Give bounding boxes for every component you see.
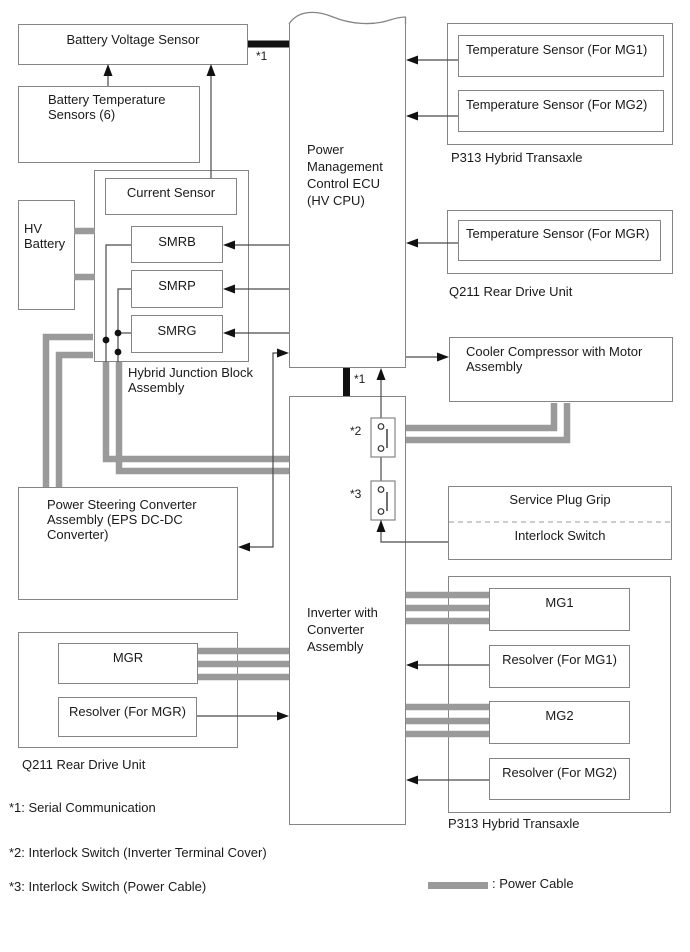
box-resolver-mg1: Resolver (For MG1) <box>489 645 630 688</box>
resolver-mg1-label: Resolver (For MG1) <box>502 652 617 667</box>
power-cable-legend-label: : Power Cable <box>492 876 574 891</box>
box-power-management-ecu: Power Management Control ECU (HV CPU) <box>289 24 406 368</box>
q211-rear-drive-top-caption: Q211 Rear Drive Unit <box>449 284 573 299</box>
power-management-ecu-label: Power Management Control ECU (HV CPU) <box>307 142 383 208</box>
resolver-mg2-label: Resolver (For MG2) <box>502 765 617 780</box>
battery-temperature-sensors-label: Battery Temperature Sensors (6) <box>48 92 166 122</box>
temp-sensor-mg1-label: Temperature Sensor (For MG1) <box>466 42 648 57</box>
box-hv-battery: HV Battery <box>18 200 75 310</box>
p313-transaxle-bottom-caption: P313 Hybrid Transaxle <box>448 816 580 831</box>
box-mgr: MGR <box>58 643 198 684</box>
temp-sensor-mgr-label: Temperature Sensor (For MGR) <box>466 226 650 241</box>
box-smrp: SMRP <box>131 270 223 308</box>
footnote-serial: *1: Serial Communication <box>9 800 156 815</box>
box-temp-sensor-mg2: Temperature Sensor (For MG2) <box>458 90 664 132</box>
hybrid-junction-block-caption: Hybrid Junction Block Assembly <box>128 365 253 395</box>
power-cable-legend-swatch <box>428 882 488 889</box>
smrb-label: SMRB <box>158 234 196 249</box>
box-current-sensor: Current Sensor <box>105 178 237 215</box>
footnote-interlock-cable: *3: Interlock Switch (Power Cable) <box>9 879 207 894</box>
box-power-steering-converter: Power Steering Converter Assembly (EPS D… <box>18 487 238 600</box>
box-service-plug-grip: Service Plug Grip Interlock Switch <box>448 486 672 560</box>
serial-marker-top: *1 <box>256 49 268 63</box>
mg1-label: MG1 <box>545 595 574 610</box>
p313-transaxle-top-caption: P313 Hybrid Transaxle <box>451 150 583 165</box>
box-smrb: SMRB <box>131 226 223 263</box>
box-smrg: SMRG <box>131 315 223 353</box>
cooler-compressor-label: Cooler Compressor with Motor Assembly <box>466 344 643 374</box>
interlock-switch-label: Interlock Switch <box>514 528 606 543</box>
box-temp-sensor-mgr: Temperature Sensor (For MGR) <box>458 220 661 261</box>
ecu-continuation-edge <box>288 11 407 25</box>
box-resolver-mgr: Resolver (For MGR) <box>58 697 197 737</box>
box-mg1: MG1 <box>489 588 630 631</box>
current-sensor-label: Current Sensor <box>126 185 216 200</box>
interlock-cover-marker: *2 <box>350 424 362 438</box>
hv-battery-label: HV Battery <box>24 221 66 251</box>
box-battery-voltage-sensor: Battery Voltage Sensor <box>18 24 248 65</box>
battery-voltage-sensor-label: Battery Voltage Sensor <box>66 32 200 47</box>
inverter-label: Inverter with Converter Assembly <box>307 605 378 654</box>
interlock-cable-marker: *3 <box>350 487 362 501</box>
box-battery-temperature-sensors: Battery Temperature Sensors (6) <box>18 86 200 163</box>
mg2-label: MG2 <box>545 708 574 723</box>
smrp-label: SMRP <box>158 278 196 293</box>
mgr-label: MGR <box>112 650 144 665</box>
box-resolver-mg2: Resolver (For MG2) <box>489 758 630 800</box>
power-steering-converter-label: Power Steering Converter Assembly (EPS D… <box>47 497 197 542</box>
box-cooler-compressor: Cooler Compressor with Motor Assembly <box>449 337 673 402</box>
q211-rear-drive-bottom-caption: Q211 Rear Drive Unit <box>22 757 146 772</box>
service-plug-grip-label: Service Plug Grip <box>509 492 611 507</box>
serial-marker-bottom: *1 <box>354 372 366 386</box>
smrg-label: SMRG <box>157 323 197 338</box>
footnote-interlock-cover: *2: Interlock Switch (Inverter Terminal … <box>9 845 267 860</box>
box-mg2: MG2 <box>489 701 630 744</box>
box-temp-sensor-mg1: Temperature Sensor (For MG1) <box>458 35 664 77</box>
box-inverter: Inverter with Converter Assembly <box>289 396 406 825</box>
temp-sensor-mg2-label: Temperature Sensor (For MG2) <box>466 97 648 112</box>
resolver-mgr-label: Resolver (For MGR) <box>68 704 186 719</box>
